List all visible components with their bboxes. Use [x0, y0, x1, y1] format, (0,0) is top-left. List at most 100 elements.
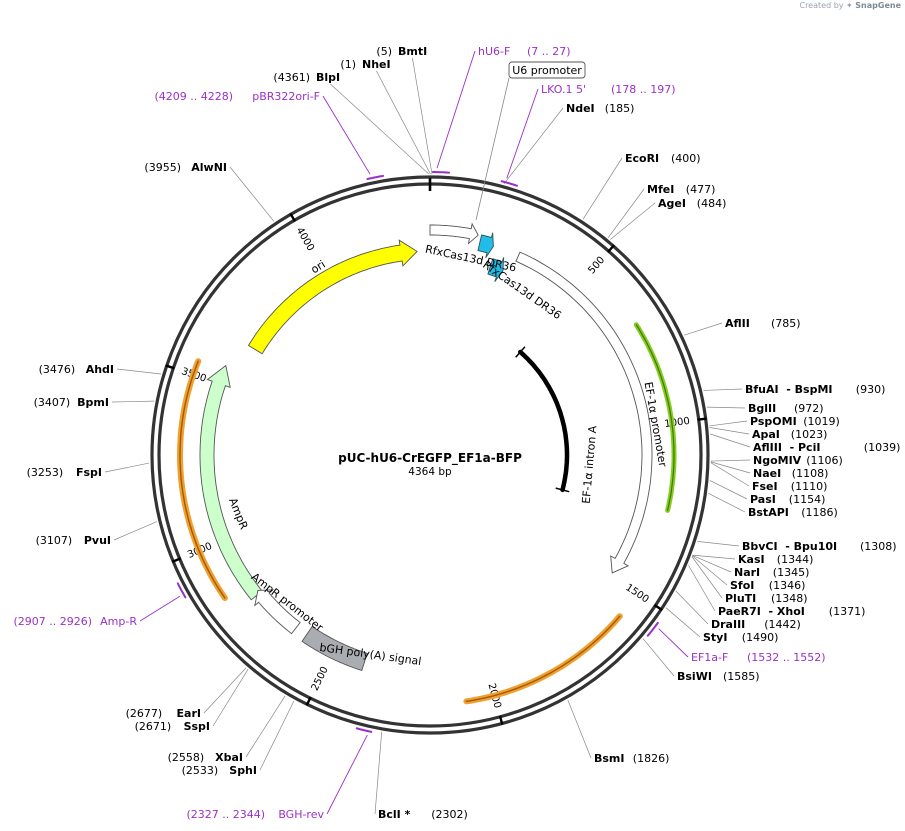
enzyme-position: (1346): [769, 579, 806, 592]
feature-ef1a-intron-arc: [518, 349, 570, 493]
feature-bgh-polya: [301, 625, 368, 672]
enzyme-site-fspi: FspI(3253): [27, 466, 102, 479]
primer-leader-lko-1-5: [506, 88, 539, 179]
tick-mark-1000: [697, 417, 707, 421]
enzyme-name: BstAPI: [748, 506, 789, 519]
enzyme-site-pluti: PluTI(1348): [725, 592, 808, 605]
enzyme-position: (1371): [829, 605, 866, 618]
enzyme-site-bsiwi: BsiWI (1585): [677, 670, 760, 683]
leader-pspomi: [709, 420, 748, 427]
enzyme-position: (1106): [806, 454, 843, 467]
tick-mark-500: [607, 244, 615, 253]
enzyme-name: NaeI: [753, 467, 781, 480]
primer-leader-pbr322ori-f: [322, 95, 371, 175]
enzyme-position: (3476): [39, 363, 76, 376]
leader-afliii-pcii: [710, 433, 751, 448]
enzyme-name: NdeI: [566, 102, 595, 115]
label-ori: ori: [309, 258, 328, 277]
enzyme-name: MfeI: [647, 183, 674, 196]
primer-site-ef1a-f: EF1a-F(1532 .. 1552): [691, 651, 826, 664]
primer-name: LKO.1 5': [541, 83, 586, 96]
enzyme-name: EcoRI: [625, 152, 659, 165]
leader-eari: [203, 667, 247, 714]
enzyme-name: KasI: [738, 553, 765, 566]
enzyme-position: (5): [376, 45, 392, 58]
enzyme-site-xbai: XbaI(2558): [168, 751, 243, 764]
enzyme-name: BsiWI: [677, 670, 712, 683]
primer-range: (1532 .. 1552): [747, 651, 826, 664]
feature-dr36-1: [477, 232, 494, 258]
promoter-highlight-line: [635, 324, 675, 511]
plasmid-length: 4364 bp: [408, 466, 452, 478]
u6-promoter-label: U6 promoter: [512, 64, 582, 77]
enzyme-site-agei: AgeI(484): [658, 197, 726, 210]
enzyme-name: StyI: [703, 631, 727, 644]
primer-name: BGH-rev: [278, 808, 324, 821]
enzyme-position: (3253): [27, 466, 64, 479]
enzyme-site-nari: NarI(1345): [734, 566, 809, 579]
intron-end-bar: [555, 487, 570, 493]
enzyme-position: (1585): [723, 670, 760, 683]
enzyme-position: (3407): [34, 396, 71, 409]
leader-lines: [104, 50, 751, 815]
enzyme-position: (1442): [764, 618, 801, 631]
enzyme-site-draiii: DraIII(1442): [711, 618, 801, 631]
site-labels: BmtI(5)NheI(1)BlpI(4361)NdeI(185)EcoRI(4…: [13, 45, 900, 821]
enzyme-position: (785): [771, 317, 801, 330]
enzyme-position: (1039): [864, 441, 901, 454]
enzyme-position: (185): [605, 102, 635, 115]
tick-mark-1500: [653, 603, 663, 611]
credit-prefix: Created by: [799, 1, 844, 10]
primer-leader-hu6-f: [436, 50, 476, 169]
backbone-outer: [150, 175, 710, 735]
tick-mark-4000: [289, 212, 296, 222]
leader-nari: [692, 555, 732, 573]
primer-site-hu6-f: hU6-F (7 .. 27): [478, 45, 571, 58]
leader-fsei: [710, 462, 750, 487]
enzyme-position: (972): [794, 402, 824, 415]
enzyme-site-apai: ApaI(1023): [752, 428, 827, 441]
enzyme-site-ahdi: AhdI(3476): [39, 363, 114, 376]
enzyme-position: (2302): [431, 808, 468, 821]
enzyme-site-ngomiv: NgoMIV(1106): [753, 454, 843, 467]
leader-nhei: [376, 70, 431, 175]
leader-ndei: [503, 107, 564, 185]
leader-blpi: [330, 83, 430, 175]
leader-aflii: [684, 322, 723, 336]
leader-sfoi: [692, 555, 728, 586]
enzyme-site-alwni: AlwNI(3955): [144, 161, 227, 174]
primer-name: hU6-F: [478, 45, 510, 58]
primer-site-lko-1-5: LKO.1 5'(178 .. 197): [541, 83, 676, 96]
enzyme-position: (930): [856, 383, 886, 396]
leader-mfei: [607, 188, 645, 238]
primer-site-pbr322ori-f: pBR322ori-F(4209 .. 4228): [154, 90, 320, 103]
tick-mark-3000: [171, 557, 182, 563]
enzyme-site-sfoi: SfoI(1346): [730, 579, 805, 592]
enzyme-name: PspOMI: [750, 415, 797, 428]
leader-ahdi: [116, 368, 161, 375]
tick-label-4000: 4000: [294, 226, 316, 254]
leader-bcli: [374, 731, 383, 815]
leader-agei: [610, 202, 656, 240]
enzyme-name: XbaI: [215, 751, 243, 764]
leader-styi: [665, 607, 701, 638]
enzyme-site-blpi: BlpI(4361): [273, 71, 340, 84]
enzyme-name: AflII: [725, 317, 750, 330]
primer-bar-5: [176, 582, 187, 599]
leader-bsiwi: [642, 638, 675, 677]
enzyme-name: AflIII - PciI: [753, 441, 820, 454]
enzyme-position: (1019): [803, 415, 840, 428]
enzyme-site-bfuai-bspmi: BfuAI - BspMI(930): [745, 383, 885, 396]
primer-range: (7 .. 27): [527, 45, 571, 58]
enzyme-position: (2671): [135, 720, 172, 733]
leader-naei: [710, 461, 751, 474]
enzyme-site-ndei: NdeI (185): [566, 102, 634, 115]
primer-range: (2907 .. 2926): [13, 615, 92, 628]
leader-fspi: [104, 462, 150, 473]
primer-site-amp-r: Amp-R(2907 .. 2926): [13, 615, 137, 628]
primer-range: (4209 .. 4228): [154, 90, 233, 103]
enzyme-name: BbvCI - Bpu10I: [742, 540, 837, 553]
enzyme-site-paer7i-xhoi: PaeR7I - XhoI(1371): [718, 605, 865, 618]
enzyme-site-eari: EarI(2677): [126, 707, 201, 720]
